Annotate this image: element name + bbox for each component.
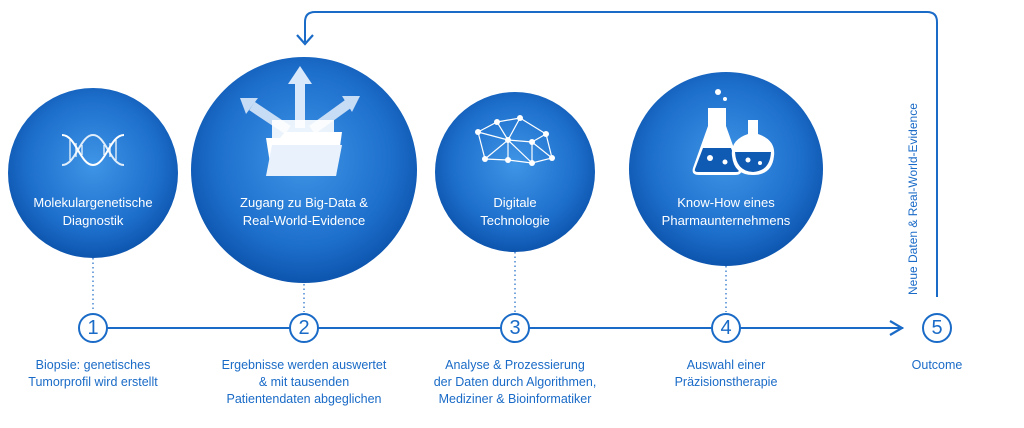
step-4-caption: Auswahl einer Präzisionstherapie [646, 357, 806, 391]
circle-2-label-line-1: Zugang zu Big-Data & [240, 195, 368, 210]
step-number-4: 4 [720, 317, 732, 339]
step-4-caption-line-1: Auswahl einer [686, 358, 766, 372]
step-circle-4 [711, 313, 741, 343]
step-circle-3 [500, 313, 530, 343]
step-1-caption: Biopsie: genetisches Tumorprofil wird er… [3, 357, 183, 391]
feedback-label: Neue Daten & Real-World-Evidence [906, 103, 920, 295]
circle-4-label: Know-How eines Pharmaunternehmens [646, 194, 806, 230]
step-4-caption-line-2: Präzisionstherapie [674, 375, 778, 389]
step-3-caption-line-1: Analyse & Prozessierung [445, 358, 585, 372]
step-1-caption-line-1: Biopsie: genetisches [35, 358, 151, 372]
step-circle-1 [78, 313, 108, 343]
circle-4-label-line-2: Pharmaunternehmens [661, 213, 791, 228]
step-3-caption-line-2: der Daten durch Algorithmen, [433, 375, 597, 389]
step-5-caption: Outcome [897, 357, 977, 374]
step-circle-5 [922, 313, 952, 343]
step-number-3: 3 [509, 317, 521, 339]
network-graph-icon [475, 115, 555, 166]
lab-flask-icon [692, 89, 775, 175]
circle-3-label-line-2: Technologie [480, 213, 550, 228]
step-2-caption: Ergebnisse werden auswertet & mit tausen… [199, 357, 409, 408]
step-1-caption-line-2: Tumorprofil wird erstellt [28, 375, 158, 389]
step-2-caption-line-3: Patientendaten abgeglichen [226, 392, 382, 406]
feedback-loop-line [304, 11, 938, 297]
folder-arrows-icon [240, 66, 360, 176]
timeline-arrow-head [889, 320, 905, 336]
step-5-caption-line-1: Outcome [911, 358, 963, 372]
step-3-caption: Analyse & Prozessierung der Daten durch … [410, 357, 620, 408]
circle-2-label-line-2: Real-World-Evidence [242, 213, 366, 228]
circle-2-label: Zugang zu Big-Data & Real-World-Evidence [214, 194, 394, 230]
circle-3-label-line-1: Digitale [493, 195, 537, 210]
step-2-caption-line-1: Ergebnisse werden auswertet [221, 358, 387, 372]
feedback-arrow-head [296, 34, 314, 46]
step-circle-2 [289, 313, 319, 343]
circle-1 [8, 88, 178, 258]
circle-1-label-line-2: Diagnostik [62, 213, 124, 228]
step-number-1: 1 [87, 317, 99, 339]
circle-1-label-line-1: Molekulargenetische [33, 195, 153, 210]
dna-helix-icon [61, 133, 125, 167]
step-number-2: 2 [298, 317, 310, 339]
step-number-5: 5 [931, 317, 943, 339]
circle-1-label: Molekulargenetische Diagnostik [13, 194, 173, 230]
step-2-caption-line-2: & mit tausenden [258, 375, 350, 389]
circle-4-label-line-1: Know-How eines [677, 195, 775, 210]
step-3-caption-line-3: Mediziner & Bioinformatiker [438, 392, 592, 406]
circle-3-label: Digitale Technologie [445, 194, 585, 230]
